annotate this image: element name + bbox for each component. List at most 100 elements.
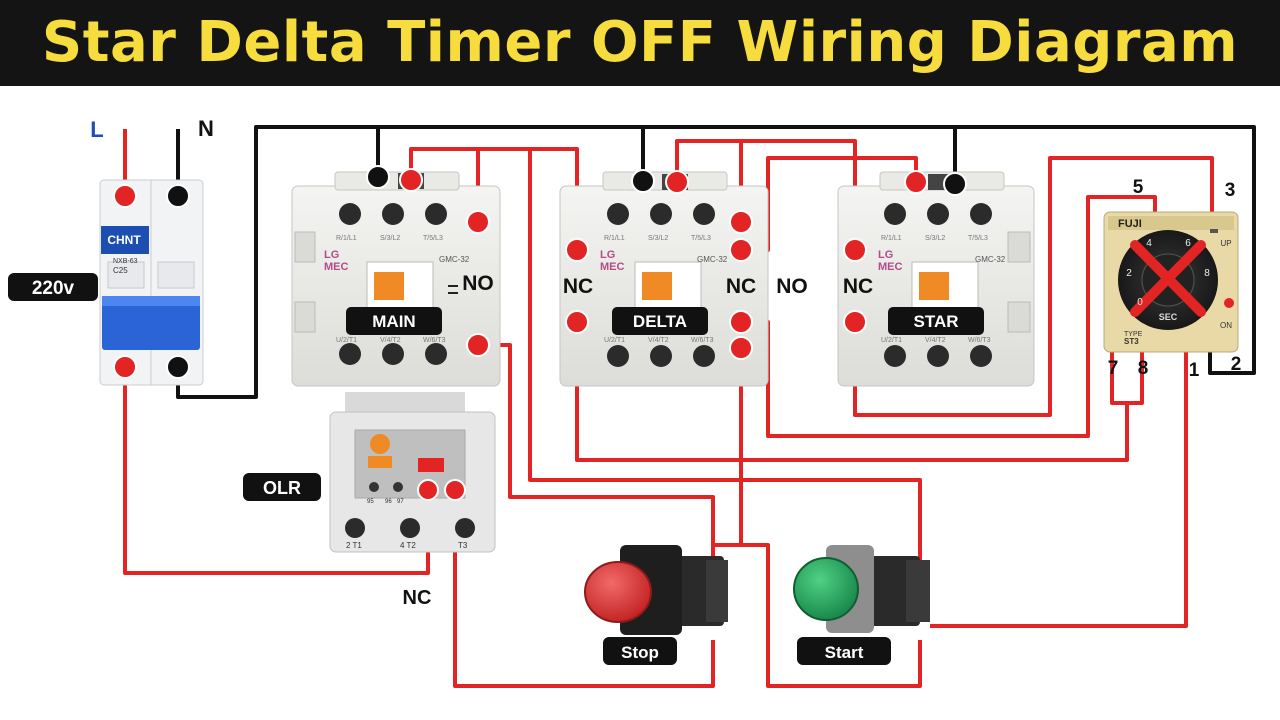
contactor-star	[837, 171, 1035, 387]
main-aux-no-bottom	[466, 333, 490, 357]
stop-badge	[603, 637, 677, 665]
mcb-line-out-terminal	[113, 355, 137, 379]
main-badge	[346, 307, 442, 335]
star-nc-label: NC	[843, 275, 873, 298]
delta-coil-a2	[631, 169, 655, 193]
olr-nc-label: NC	[403, 587, 432, 609]
stop-button[interactable]	[584, 545, 728, 635]
olr-aux-95: 95	[367, 499, 374, 505]
breaker-model: NXB-63	[113, 258, 138, 265]
breaker-rating: C25	[113, 266, 128, 275]
start-label: Start	[825, 643, 864, 662]
contactor-delta	[559, 171, 769, 387]
delta-terminal-u: U/2/T1	[604, 337, 625, 344]
mcb-neutral-out-terminal	[166, 355, 190, 379]
timer-unit-label: SEC	[1159, 312, 1178, 322]
delta-no-label: NO	[776, 275, 808, 298]
delta-model: GMC-32	[697, 255, 728, 264]
timer-up-label: UP	[1220, 239, 1231, 248]
timer-dial-6: 6	[1185, 238, 1191, 249]
main-coil-a1	[399, 168, 423, 192]
timer-pin-2: 2	[1231, 354, 1242, 375]
timer-dial-8: 8	[1204, 268, 1210, 279]
main-brand-top: LG	[324, 249, 339, 261]
delta-nc-right-bottom	[729, 238, 753, 262]
delta-no-bottom	[729, 336, 753, 360]
contactor-main	[291, 171, 501, 387]
star-coil-a2	[943, 172, 967, 196]
mcb-line-terminal	[113, 184, 137, 208]
olr-aux-96: 96	[385, 499, 392, 505]
main-terminal-w: W/6/T3	[423, 337, 446, 344]
mcb-neutral-terminal	[166, 184, 190, 208]
delta-terminal-v: V/4/T2	[648, 337, 669, 344]
line-label: L	[90, 117, 103, 142]
stop-label: Stop	[621, 643, 659, 662]
olr-nc-terminal-2	[444, 479, 466, 501]
voltage-label: 220v	[32, 278, 75, 299]
timer-pin-5: 5	[1133, 177, 1144, 198]
delta-nc-left-bottom	[565, 310, 589, 334]
timer-brand: FUJI	[1118, 218, 1142, 230]
main-terminal-v: V/4/T2	[380, 337, 401, 344]
main-terminal-t: T/5/L3	[423, 235, 443, 242]
main-terminal-r: R/1/L1	[336, 235, 357, 242]
breaker-brand: CHNT	[107, 233, 141, 247]
main-terminal-u: U/2/T1	[336, 337, 357, 344]
delta-nc-left-label: NC	[563, 275, 593, 298]
olr-label: OLR	[263, 478, 301, 498]
star-model: GMC-32	[975, 255, 1006, 264]
delta-no-top	[729, 310, 753, 334]
timer-dial-2: 2	[1126, 268, 1132, 279]
star-terminal-t: T/5/L3	[968, 235, 988, 242]
start-badge	[797, 637, 891, 665]
star-brand-bottom: MEC	[878, 261, 903, 273]
olr-terminal-t1: 2 T1	[346, 541, 362, 550]
main-terminal-s: S/3/L2	[380, 235, 400, 242]
neutral-label: N	[198, 116, 214, 141]
olr-badge	[243, 473, 321, 501]
start-button[interactable]	[793, 545, 930, 633]
voltage-badge	[8, 273, 98, 301]
delta-terminal-w: W/6/T3	[691, 337, 714, 344]
timer-relay	[1103, 211, 1239, 353]
main-aux-no-top	[466, 210, 490, 234]
main-label: MAIN	[372, 312, 415, 331]
delta-nc-right-label: NC	[726, 275, 756, 298]
star-brand-top: LG	[878, 249, 893, 261]
star-badge	[888, 307, 984, 335]
delta-label: DELTA	[633, 312, 687, 331]
delta-badge	[612, 307, 708, 335]
timer-on-label: ON	[1220, 321, 1232, 330]
timer-pin-7: 7	[1108, 358, 1119, 379]
timer-dial-4: 4	[1146, 238, 1152, 249]
main-coil-a2	[366, 165, 390, 189]
main-no-label: NO	[462, 272, 494, 295]
star-terminal-s: S/3/L2	[925, 235, 945, 242]
star-terminal-u: U/2/T1	[881, 337, 902, 344]
delta-terminal-s: S/3/L2	[648, 235, 668, 242]
olr-terminal-t3: T3	[458, 541, 468, 550]
star-terminal-v: V/4/T2	[925, 337, 946, 344]
timer-pin-8: 8	[1138, 358, 1149, 379]
title-bar: Star Delta Timer OFF Wiring Diagram	[0, 0, 1280, 86]
timer-pin-1: 1	[1189, 360, 1200, 381]
timer-pin-3: 3	[1225, 180, 1236, 201]
delta-nc-right-top	[729, 210, 753, 234]
main-model: GMC-32	[439, 255, 470, 264]
delta-coil-a1	[665, 170, 689, 194]
delta-terminal-r: R/1/L1	[604, 235, 625, 242]
overload-relay	[329, 392, 496, 553]
delta-nc-left-top	[565, 238, 589, 262]
timer-type-value: ST3	[1124, 337, 1139, 346]
star-coil-a1	[904, 170, 928, 194]
star-nc-bottom	[843, 310, 867, 334]
timer-dial-0: 0	[1137, 297, 1143, 308]
delta-terminal-t: T/5/L3	[691, 235, 711, 242]
page-title: Star Delta Timer OFF Wiring Diagram	[41, 10, 1239, 75]
star-nc-top	[843, 238, 867, 262]
olr-terminal-t2: 4 T2	[400, 541, 416, 550]
main-brand-bottom: MEC	[324, 261, 349, 273]
star-terminal-w: W/6/T3	[968, 337, 991, 344]
